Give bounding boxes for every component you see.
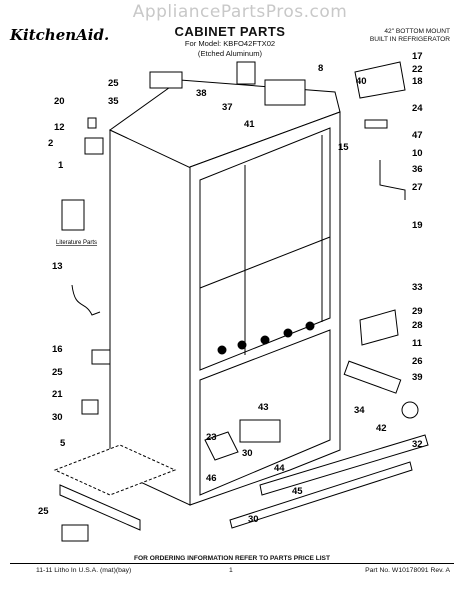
bracket-assembly-part-43 xyxy=(239,419,281,443)
divider-hole xyxy=(217,345,227,355)
divider-hole xyxy=(305,321,315,331)
callout-11: 11 xyxy=(412,338,423,349)
footer-divider xyxy=(10,563,454,564)
callout-30-left: 30 xyxy=(52,412,63,423)
callout-21: 21 xyxy=(52,389,63,400)
clip-part-20 xyxy=(87,117,97,129)
top-left-bracket xyxy=(149,71,183,89)
page-title: CABINET PARTS xyxy=(174,24,286,39)
top-hinge-plate xyxy=(264,79,306,106)
callout-15: 15 xyxy=(338,142,349,153)
callout-42: 42 xyxy=(376,423,387,434)
divider-hole xyxy=(283,328,293,338)
callout-2: 2 xyxy=(48,138,53,149)
part-number: Part No. W10178091 Rev. A xyxy=(365,567,450,574)
mount-plate-part-46 xyxy=(204,431,239,461)
callout-27: 27 xyxy=(412,182,423,193)
product-type-line2: BUILT IN REFRIGERATOR xyxy=(369,36,450,43)
callout-23: 23 xyxy=(206,432,217,443)
roller-part-39 xyxy=(401,401,419,419)
callout-44: 44 xyxy=(274,463,285,474)
callout-29: 29 xyxy=(412,306,423,317)
callout-8: 8 xyxy=(318,63,323,74)
litho-info: 11-11 Litho In U.S.A. (mat)(bay) xyxy=(36,567,132,574)
finish-line: (Etched Aluminum) xyxy=(197,49,263,58)
callout-10: 10 xyxy=(412,148,423,159)
leveling-leg-part-4 xyxy=(61,524,89,542)
base-rail xyxy=(59,484,141,531)
callout-47: 47 xyxy=(412,130,423,141)
base-frame-part-5 xyxy=(53,444,177,496)
callout-13: 13 xyxy=(52,261,63,272)
callout-33: 33 xyxy=(412,282,423,293)
top-hinge-bracket xyxy=(236,61,256,85)
callout-1: 1 xyxy=(58,160,64,171)
callout-25-bottom: 25 xyxy=(38,506,49,517)
literature-parts-card xyxy=(61,199,85,231)
callout-17: 17 xyxy=(412,51,423,62)
callout-32: 32 xyxy=(412,439,423,450)
callout-16: 16 xyxy=(52,344,63,355)
divider-hole xyxy=(237,340,247,350)
callout-22: 22 xyxy=(412,64,423,75)
callout-39: 39 xyxy=(412,372,423,383)
callout-30-mid: 30 xyxy=(242,448,253,459)
callout-20: 20 xyxy=(54,96,65,107)
callout-28: 28 xyxy=(412,320,423,331)
spring-part-24 xyxy=(364,119,388,129)
page-number: 1 xyxy=(229,567,233,574)
top-right-hinge xyxy=(354,61,406,99)
callout-40: 40 xyxy=(356,76,367,87)
product-type-line1: 42" BOTTOM MOUNT xyxy=(384,28,450,35)
bracket-part-36 xyxy=(379,160,406,200)
callout-24: 24 xyxy=(412,103,423,114)
divider-hole xyxy=(260,335,270,345)
callout-26: 26 xyxy=(412,356,423,367)
model-line: For Model: KBFO42FTX02 xyxy=(184,39,276,48)
callout-5: 5 xyxy=(60,438,66,449)
divider-mullion xyxy=(199,236,331,289)
freezer-opening xyxy=(199,329,331,496)
callout-18: 18 xyxy=(412,76,423,87)
callout-41: 41 xyxy=(244,119,255,130)
callout-38: 38 xyxy=(196,88,207,99)
callout-46: 46 xyxy=(206,473,217,484)
callout-43: 43 xyxy=(258,402,269,413)
callout-36: 36 xyxy=(412,164,423,175)
callout-12: 12 xyxy=(54,122,65,133)
grille-part-32 xyxy=(259,434,429,496)
brand-logo: KitchenAid. xyxy=(10,26,110,44)
callout-37: 37 xyxy=(222,102,233,113)
cabinet-right-side xyxy=(189,111,341,506)
callout-35: 35 xyxy=(108,96,119,107)
literature-parts-label: Literature Parts xyxy=(56,240,97,246)
callout-30-bottom: 30 xyxy=(248,514,259,525)
callout-34: 34 xyxy=(354,405,365,416)
drain-tube xyxy=(71,284,101,316)
damper-part-26 xyxy=(343,360,402,394)
kickplate-part-45 xyxy=(229,461,413,529)
callout-19: 19 xyxy=(412,220,423,231)
watermark: AppliancePartsPros.com xyxy=(132,2,348,22)
callout-25-top: 25 xyxy=(108,78,119,89)
ordering-note: FOR ORDERING INFORMATION REFER TO PARTS … xyxy=(134,555,330,562)
bracket-part-16 xyxy=(91,349,111,365)
fresh-food-opening xyxy=(199,127,331,371)
bracket-part-21 xyxy=(81,399,99,415)
callout-25-mid: 25 xyxy=(52,367,63,378)
left-bracket-part-12 xyxy=(84,137,104,155)
hinge-bracket-part-28 xyxy=(359,309,399,346)
callout-45: 45 xyxy=(292,486,303,497)
